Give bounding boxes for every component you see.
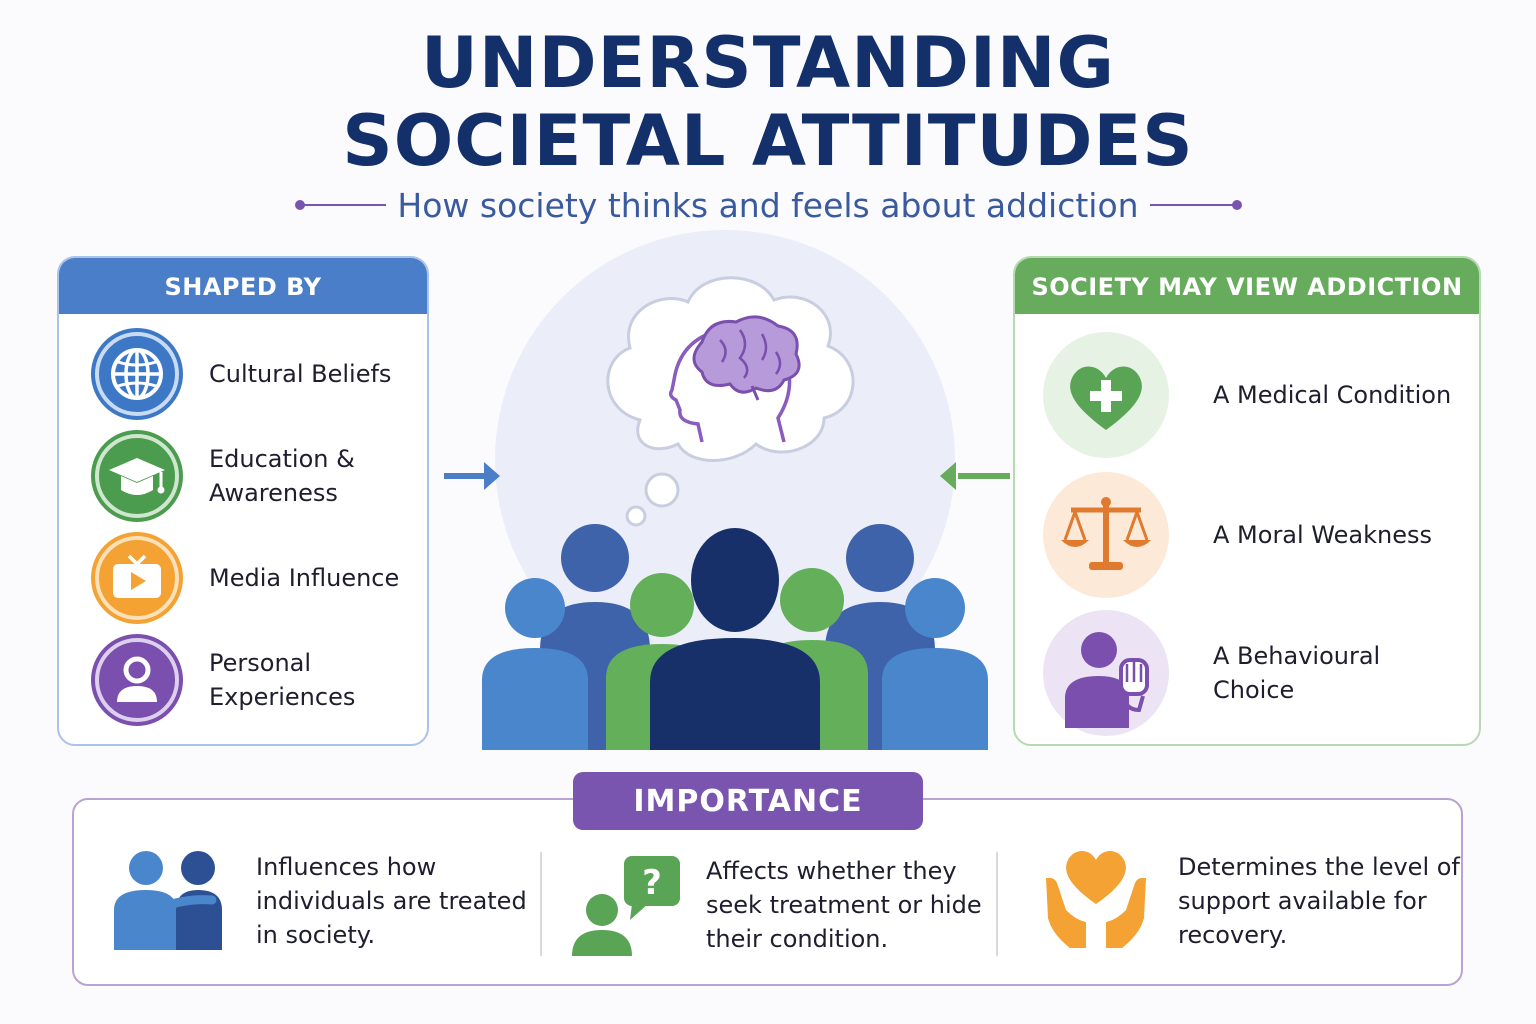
shaped-by-label: Media Influence [209,564,400,592]
views-panel: SOCIETY MAY VIEW ADDICTION AS A Medical … [1013,256,1481,746]
importance-item-support: Determines the level of support availabl… [1040,838,1460,968]
importance-heading: IMPORTANCE [573,772,923,830]
page-title: UNDERSTANDING SOCIETAL ATTITUDES [0,24,1536,180]
view-item-behavioural: A Behavioural Choice [1043,610,1463,738]
two-people-icon [114,851,222,950]
importance-divider [996,852,998,956]
hands-heart-icon [1046,851,1146,948]
shaped-by-item-cultural-beliefs: Cultural Beliefs [91,328,421,420]
person-icon [91,634,183,726]
globe-icon [91,328,183,420]
graduation-cap-icon [91,430,183,522]
shaped-by-label: Cultural Beliefs [209,360,392,388]
importance-item-treatment: Influences how individuals are treated i… [110,838,530,968]
left-arrow-icon [940,462,1010,490]
view-item-moral: A Moral Weakness [1043,472,1463,600]
heart-plus-icon [1043,332,1169,458]
shaped-by-label: Education & Awareness [209,445,355,507]
importance-item-seek-help: ? Affects whether they seek treatment or… [570,838,990,968]
crowd-illustration [444,230,1010,750]
subtitle-row: How society thinks and feels about addic… [0,182,1536,228]
view-label: A Behavioural Choice [1213,642,1381,704]
shaped-by-item-education: Education & Awareness [91,430,421,522]
view-label: A Moral Weakness [1213,521,1432,549]
shaped-by-item-media: Media Influence [91,532,421,624]
tv-icon [91,532,183,624]
person-silhouette-far-right [882,578,988,750]
importance-text: Affects whether they seek treatment or h… [706,857,982,953]
title-line-1: UNDERSTANDING [421,22,1115,104]
subtitle-right-line [1150,204,1236,206]
subtitle-left-line [300,204,386,206]
svg-text:?: ? [642,863,662,903]
shaped-by-item-personal: Personal Experiences [91,634,421,726]
shaped-by-label: Personal Experiences [209,649,356,711]
title-line-2: SOCIETAL ATTITUDES [342,100,1194,182]
importance-text: Influences how individuals are treated i… [256,853,527,949]
subtitle: How society thinks and feels about addic… [397,186,1139,225]
person-silhouette-front-center [650,528,820,750]
person-raised-hand-icon [1043,610,1169,736]
people-group [482,524,988,750]
person-question-icon: ? [572,856,680,956]
views-heading: SOCIETY MAY VIEW ADDICTION AS [1015,258,1479,359]
right-arrow-icon [444,462,500,490]
shaped-by-heading: SHAPED BY [59,258,427,314]
importance-divider [540,852,542,956]
scales-icon [1043,472,1169,598]
brain-icon [692,315,801,401]
shaped-by-panel: SHAPED BY Cultural Beliefs Educati [57,256,429,746]
importance-text: Determines the level of support availabl… [1178,853,1460,949]
subtitle-right-dot [1232,200,1242,210]
view-item-medical: A Medical Condition [1043,332,1463,460]
view-label: A Medical Condition [1213,381,1452,409]
person-silhouette-far-left [482,578,588,750]
